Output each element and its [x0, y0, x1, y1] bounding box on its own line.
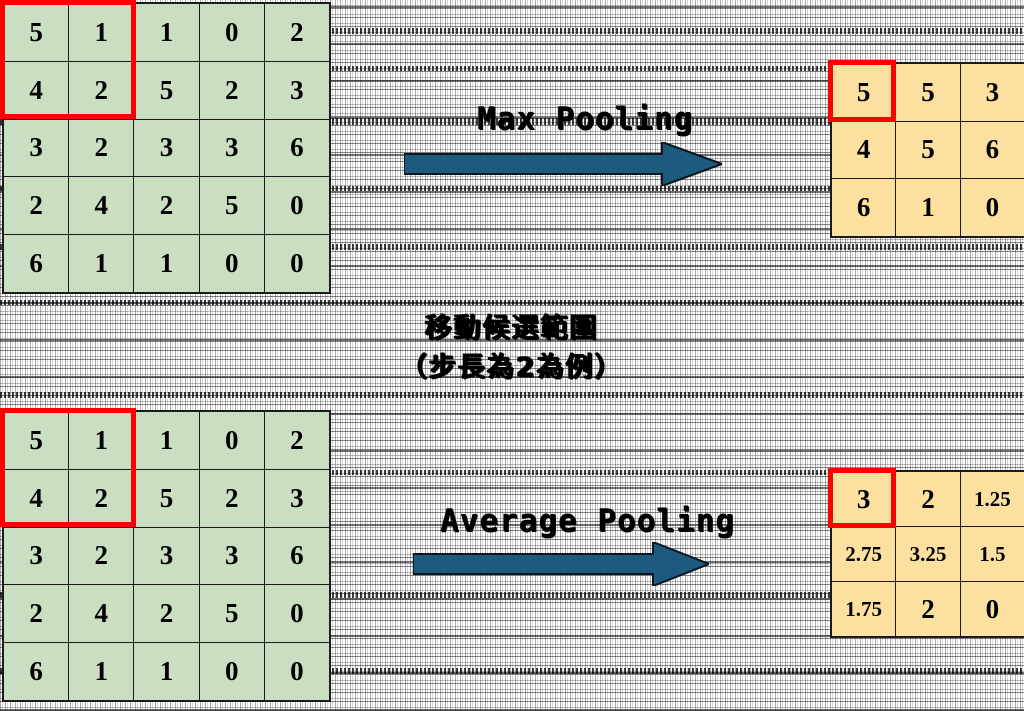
input-matrix-max-cell-r3-c3: 5 — [199, 177, 264, 235]
input-matrix-max-cell-r4-c4: 0 — [264, 235, 329, 292]
noise-band-7 — [0, 392, 1024, 398]
input-matrix-max-cell-r3-c0: 2 — [4, 177, 69, 235]
input-matrix-max-cell-r2-c2: 3 — [134, 119, 199, 177]
input-matrix-avg-cell-r0-c0: 5 — [4, 412, 69, 469]
average-pooling-arrow — [412, 540, 712, 588]
noise-band-6 — [0, 300, 1024, 305]
input-matrix-avg-cell-r1-c4: 3 — [264, 469, 329, 527]
noise-band-4 — [0, 186, 1024, 191]
output-matrix-avg-cell-r0-c0: 3 — [832, 472, 896, 526]
input-matrix-max-cell-r0-c0: 5 — [4, 4, 69, 61]
max-pooling-arrow — [403, 140, 725, 188]
max-pooling-label: Max Pooling — [477, 101, 694, 137]
input-matrix-max-cell-r4-c1: 1 — [69, 235, 134, 292]
noise-band-5 — [0, 244, 1024, 250]
input-matrix-max-cell-r2-c4: 6 — [264, 119, 329, 177]
input-matrix-avg-cell-r2-c1: 2 — [69, 527, 134, 585]
input-matrix-max-cell-r1-c4: 3 — [264, 61, 329, 119]
input-matrix-avg-cell-r4-c0: 6 — [4, 643, 69, 700]
input-matrix-max-cell-r3-c4: 0 — [264, 177, 329, 235]
noise-band-8 — [0, 470, 1024, 475]
input-matrix-max-cell-r1-c0: 4 — [4, 61, 69, 119]
input-matrix-avg-cell-r4-c2: 1 — [134, 643, 199, 700]
input-matrix-avg-cell-r2-c2: 3 — [134, 527, 199, 585]
input-matrix-avg-cell-r0-c3: 0 — [199, 412, 264, 469]
input-matrix-avg-cell-r4-c4: 0 — [264, 643, 329, 700]
input-matrix-avg-cell-r3-c0: 2 — [4, 585, 69, 643]
input-matrix-avg-cell-r3-c3: 5 — [199, 585, 264, 643]
output-matrix-avg-cell-r1-c0: 2.75 — [832, 527, 896, 581]
input-matrix-avg-cell-r1-c2: 5 — [134, 469, 199, 527]
input-matrix-avg-cell-r1-c3: 2 — [199, 469, 264, 527]
output-matrix-max-cell-r1-c2: 6 — [960, 121, 1024, 179]
input-matrix-max-cell-r2-c1: 2 — [69, 119, 134, 177]
input-matrix-max-cell-r3-c2: 2 — [134, 177, 199, 235]
output-matrix-avg-cell-r0-c2: 1.25 — [960, 472, 1024, 526]
input-matrix-avg-cell-r0-c1: 1 — [69, 412, 134, 469]
output-matrix-max-cell-r2-c0: 6 — [832, 179, 896, 236]
input-matrix-max-cell-r2-c0: 3 — [4, 119, 69, 177]
input-matrix-max-cell-r0-c4: 2 — [264, 4, 329, 61]
center-caption-line1: 移動候選範圍 — [425, 313, 599, 344]
noise-band-2 — [0, 66, 1024, 71]
output-matrix-max-cell-r2-c1: 1 — [896, 179, 960, 236]
input-matrix-max-cell-r0-c1: 1 — [69, 4, 134, 61]
input-matrix-avg-cell-r2-c0: 3 — [4, 527, 69, 585]
input-matrix-avg-cell-r3-c1: 4 — [69, 585, 134, 643]
input-matrix-avg-cell-r3-c4: 0 — [264, 585, 329, 643]
output-matrix-max-cell-r0-c2: 3 — [960, 64, 1024, 121]
input-matrix-avg-cell-r2-c3: 3 — [199, 527, 264, 585]
input-matrix-max-cell-r1-c3: 2 — [199, 61, 264, 119]
input-matrix-max-cell-r2-c3: 3 — [199, 119, 264, 177]
output-matrix-max-cell-r1-c0: 4 — [832, 121, 896, 179]
output-matrix-avg-cell-r2-c1: 2 — [896, 582, 960, 636]
center-caption-line2: （步長為2為例） — [400, 352, 624, 383]
input-matrix-avg-cell-r1-c1: 2 — [69, 469, 134, 527]
output-matrix-avg-cell-r1-c2: 1.5 — [960, 527, 1024, 581]
average-pooling-label: Average Pooling — [440, 503, 735, 539]
input-matrix-max-cell-r4-c3: 0 — [199, 235, 264, 292]
input-matrix-max-cell-r0-c2: 1 — [134, 4, 199, 61]
output-matrix-avg-cell-r2-c2: 0 — [960, 582, 1024, 636]
input-matrix-max-cell-r4-c0: 6 — [4, 235, 69, 292]
output-matrix-max-cell-r2-c2: 0 — [960, 179, 1024, 236]
input-matrix-max-cell-r0-c3: 0 — [199, 4, 264, 61]
input-matrix-max-cell-r4-c2: 1 — [134, 235, 199, 292]
noise-band-3 — [0, 118, 1024, 125]
input-matrix-avg-cell-r1-c0: 4 — [4, 469, 69, 527]
input-matrix-avg-cell-r2-c4: 6 — [264, 527, 329, 585]
output-matrix-avg-cell-r0-c1: 2 — [896, 472, 960, 526]
input-matrix-avg-cell-r4-c1: 1 — [69, 643, 134, 700]
input-matrix-max-cell-r1-c1: 2 — [69, 61, 134, 119]
noise-band-1 — [0, 28, 1024, 34]
input-matrix-max-cell-r3-c1: 4 — [69, 177, 134, 235]
noise-band-9 — [0, 592, 1024, 598]
input-matrix-avg-cell-r0-c2: 1 — [134, 412, 199, 469]
output-matrix-max-cell-r0-c0: 5 — [832, 64, 896, 121]
input-matrix-avg-cell-r3-c2: 2 — [134, 585, 199, 643]
input-matrix-avg-cell-r4-c3: 0 — [199, 643, 264, 700]
output-matrix-avg-cell-r1-c1: 3.25 — [896, 527, 960, 581]
input-matrix-max-cell-r1-c2: 5 — [134, 61, 199, 119]
output-matrix-max-cell-r0-c1: 5 — [896, 64, 960, 121]
output-matrix-max-cell-r1-c1: 5 — [896, 121, 960, 179]
output-matrix-avg-cell-r2-c0: 1.75 — [832, 582, 896, 636]
noise-band-10 — [0, 668, 1024, 674]
input-matrix-avg-cell-r0-c4: 2 — [264, 412, 329, 469]
